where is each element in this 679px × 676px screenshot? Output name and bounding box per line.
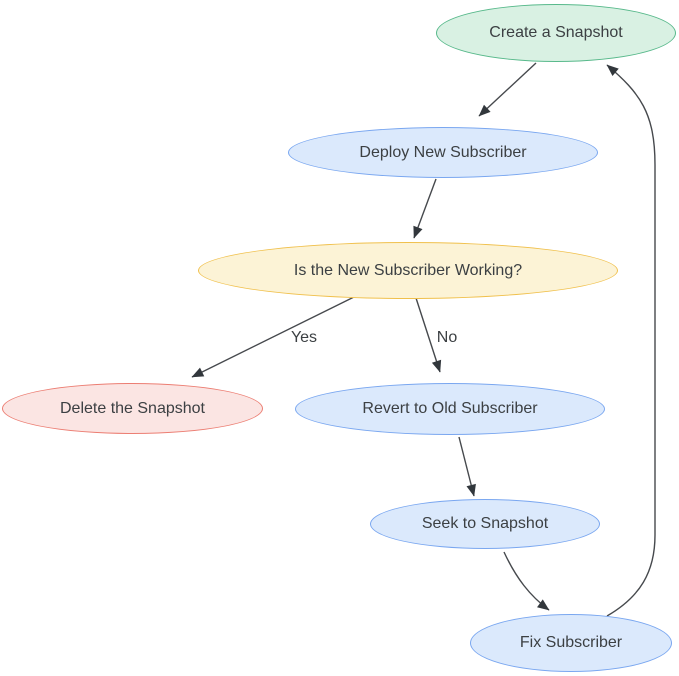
node-label: Delete the Snapshot (60, 399, 205, 417)
node-label: Deploy New Subscriber (359, 143, 527, 161)
node-delete-the-snapshot: Delete the Snapshot (2, 383, 263, 434)
node-label: Create a Snapshot (489, 24, 623, 41)
edge-create-to-deploy (478, 62, 537, 117)
edge-fix-to-create (606, 64, 656, 617)
edge-label-yes: Yes (290, 329, 318, 346)
node-label: Fix Subscriber (519, 634, 623, 651)
node-fix-subscriber: Fix Subscriber (470, 614, 672, 672)
edge-revert-to-seek (458, 436, 476, 497)
node-create-a-snapshot: Create a Snapshot (436, 4, 676, 62)
edge-seek-to-fix (503, 551, 550, 611)
node-label: Is the New Subscriber Working? (293, 261, 523, 279)
node-label: Seek to Snapshot (421, 515, 549, 532)
node-seek-to-snapshot: Seek to Snapshot (370, 499, 600, 549)
node-revert-to-old-subscriber: Revert to Old Subscriber (295, 383, 605, 435)
edge-working-to-delete-yes (191, 295, 357, 378)
node-deploy-new-subscriber: Deploy New Subscriber (288, 127, 598, 178)
edge-deploy-to-working (413, 178, 437, 239)
node-label: Revert to Old Subscriber (362, 400, 538, 417)
edge-label-no: No (436, 329, 458, 346)
node-is-new-subscriber-working: Is the New Subscriber Working? (198, 242, 618, 299)
